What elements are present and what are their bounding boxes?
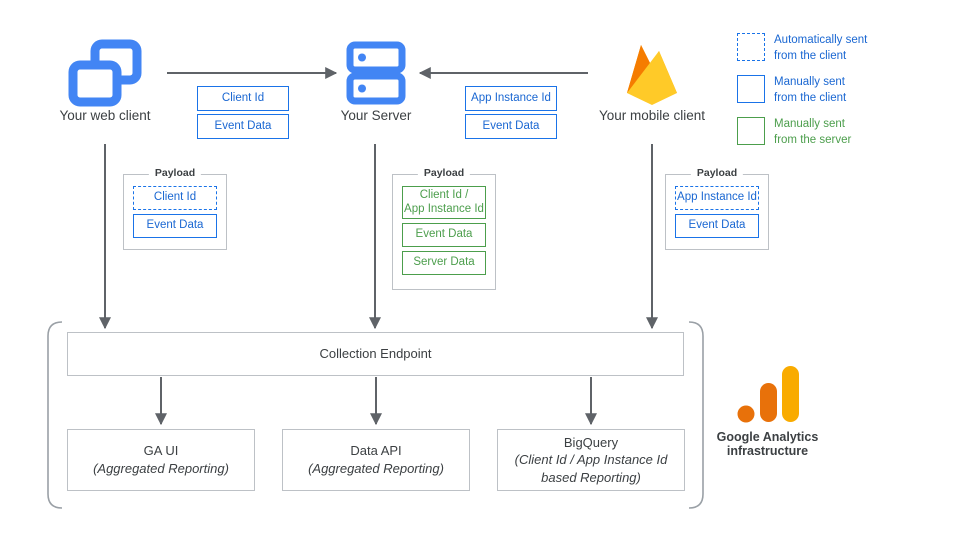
legend-swatch-solid-blue-icon [737, 75, 765, 104]
server-label: Your Server [340, 108, 412, 123]
payload-mobile: Payload App Instance Id Event Data [665, 167, 769, 250]
google-analytics-bars-icon [700, 362, 835, 424]
web-to-server-chips: Client Id Event Data [197, 86, 289, 139]
output-detail-line1: (Client Id / App Instance Id [514, 452, 668, 468]
chip-app-instance-id: App Instance Id [465, 86, 557, 111]
ga-infrastructure-label-line1: Google Analytics [716, 430, 819, 444]
google-analytics-infrastructure-node: Google Analytics infrastructure [700, 362, 835, 458]
mobile-to-server-chips: App Instance Id Event Data [465, 86, 557, 139]
legend-item-text: Manually sent from the client [774, 75, 846, 106]
payload-title: Payload [148, 167, 202, 179]
legend-item-manual-client: Manually sent from the client [737, 75, 937, 106]
payload-item-client-id-app-instance-id: Client Id / App Instance Id [402, 186, 486, 219]
payload-title: Payload [417, 167, 471, 179]
legend-item-text: Manually sent from the server [774, 117, 851, 148]
payload-server: Payload Client Id / App Instance Id Even… [392, 167, 496, 290]
payload-title: Payload [690, 167, 744, 179]
payload-item-server-data: Server Data [402, 251, 486, 275]
payload-item-app-instance-id: App Instance Id [675, 186, 759, 210]
payload-item-client-id: Client Id [133, 186, 217, 210]
legend-line2: from the server [774, 133, 852, 146]
payload-item-event-data: Event Data [675, 214, 759, 238]
output-box-data-api: Data API (Aggregated Reporting) [282, 429, 470, 491]
legend-swatch-solid-green-icon [737, 117, 765, 146]
output-name: Data API [350, 443, 402, 459]
output-detail: (Aggregated Reporting) [308, 461, 444, 476]
legend-line1: Automatically sent [774, 34, 868, 46]
chip-client-id: Client Id [197, 86, 289, 111]
output-name: GA UI [143, 443, 179, 459]
legend-swatch-dashed-blue-icon [737, 33, 765, 61]
collection-endpoint-box: Collection Endpoint [67, 332, 684, 376]
legend-item-text: Automatically sent from the client [774, 33, 867, 64]
legend-line1: Manually sent [774, 76, 845, 89]
payload-web: Payload Client Id Event Data [123, 167, 227, 250]
output-box-ga-ui: GA UI (Aggregated Reporting) [67, 429, 255, 491]
output-box-bigquery: BigQuery (Client Id / App Instance Id ba… [497, 429, 685, 491]
ga-infrastructure-label-line2: infrastructure [726, 444, 809, 458]
browser-windows-icon [47, 38, 163, 108]
chip-event-data: Event Data [197, 114, 289, 139]
payload-item-line1: Client Id / [419, 189, 469, 202]
legend-item-automatic-client: Automatically sent from the client [737, 33, 937, 64]
server-rack-icon [320, 38, 432, 108]
payload-item-event-data: Event Data [402, 223, 486, 247]
output-detail-line2: based Reporting) [541, 469, 641, 485]
output-detail: (Aggregated Reporting) [93, 461, 229, 476]
web-client-node: Your web client [47, 38, 163, 123]
chip-event-data: Event Data [465, 114, 557, 139]
legend-item-manual-server: Manually sent from the server [737, 117, 937, 148]
legend-line1: Manually sent [774, 118, 845, 131]
legend-line2: from the client [774, 49, 847, 62]
mobile-client-node: Your mobile client [588, 38, 716, 123]
server-node: Your Server [320, 38, 432, 123]
web-client-label: Your web client [59, 108, 151, 123]
collection-endpoint-label: Collection Endpoint [319, 346, 432, 362]
firebase-flame-icon [588, 38, 716, 108]
legend-line2: from the client [774, 91, 847, 104]
mobile-client-label: Your mobile client [598, 108, 706, 123]
output-name: BigQuery [563, 434, 619, 450]
legend: Automatically sent from the client Manua… [737, 33, 937, 159]
payload-item-event-data: Event Data [133, 214, 217, 238]
payload-item-line2: App Instance Id [404, 202, 484, 215]
infrastructure-bracket-left [47, 321, 63, 509]
